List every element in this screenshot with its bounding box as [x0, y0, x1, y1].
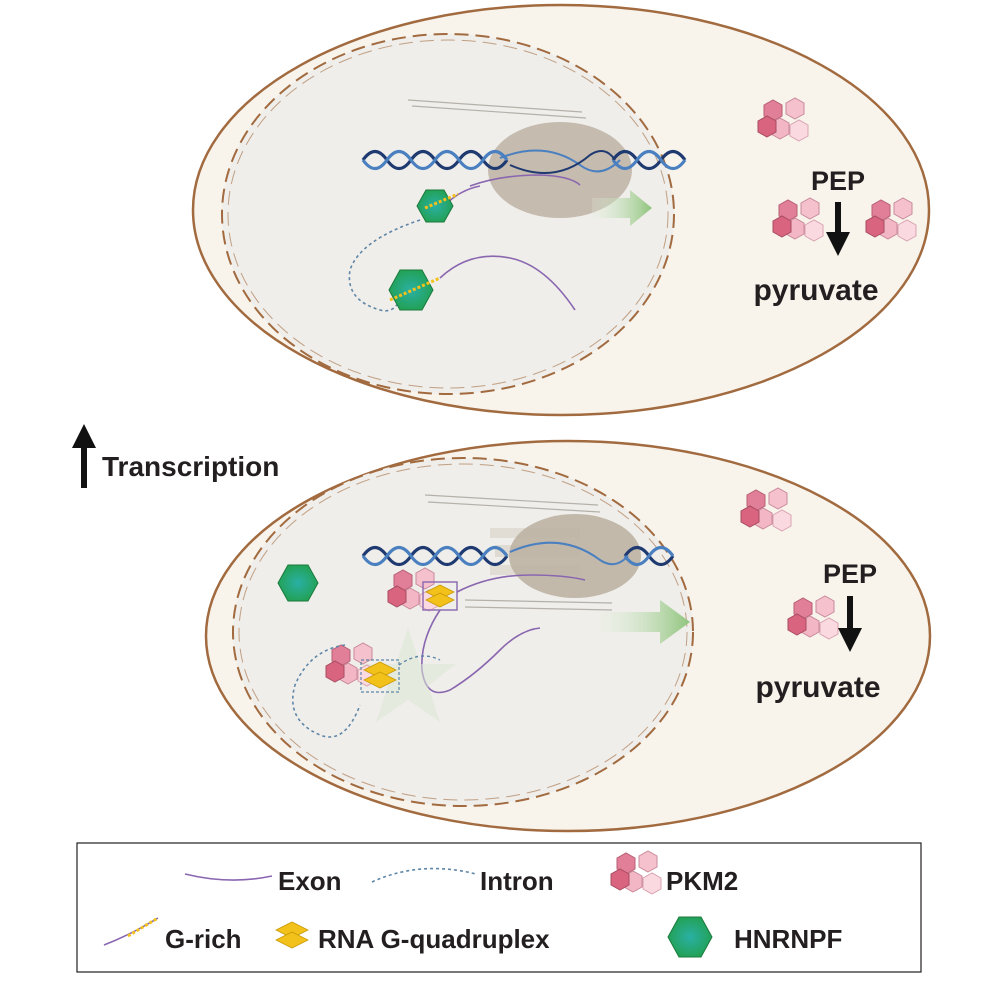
legend-pkm2-label: PKM2	[666, 866, 738, 896]
top-pep-label: PEP	[811, 166, 865, 196]
legend-hnrnpf-icon	[667, 916, 713, 958]
legend-g-quadruplex-symbol	[275, 921, 309, 949]
top-hnrnpf-1	[416, 189, 454, 223]
legend-exon-label: Exon	[278, 866, 342, 896]
top-rna-polymerase	[488, 122, 632, 218]
legend-box	[76, 842, 922, 973]
top-dna-helix	[361, 149, 687, 174]
bottom-hnrnpf	[277, 564, 319, 602]
top-cell: PEP pyruvate	[191, 3, 931, 417]
top-pyruvate-label: pyruvate	[753, 274, 878, 307]
legend-g-quadruplex-label: RNA G-quadruplex	[318, 924, 550, 954]
top-transcription-arrow	[592, 190, 652, 226]
legend-g-rich-symbol	[103, 916, 159, 946]
bottom-interaction-star	[360, 628, 456, 722]
transcription-label: Transcription	[102, 451, 279, 482]
bottom-g-quadruplex-1	[422, 581, 458, 611]
bottom-cell: PEP pyruvate	[204, 439, 932, 833]
legend-hnrnpf-label: HNRNPF	[734, 924, 842, 954]
legend-intron-label: Intron	[480, 866, 554, 896]
bottom-pyruvate-label: pyruvate	[755, 671, 880, 704]
bottom-g-quadruplex-2	[360, 659, 400, 693]
legend-exon-symbol	[184, 873, 273, 881]
bottom-pep-label: PEP	[823, 559, 877, 589]
bottom-dna-helix	[361, 541, 675, 567]
legend-g-rich-label: G-rich	[165, 924, 242, 954]
legend: Exon Intron PKM2 G-rich RNA G-quadruplex…	[76, 842, 922, 973]
bottom-transcription-arrow	[600, 600, 690, 644]
bottom-rna-polymerase	[490, 514, 641, 598]
top-hnrnpf-2	[388, 269, 434, 311]
transcription-indicator: Transcription	[72, 424, 279, 488]
